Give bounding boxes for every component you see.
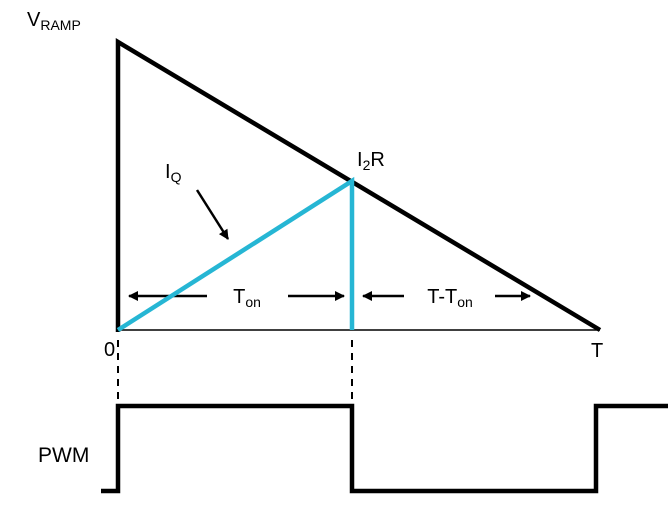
i2r-label-main: I (357, 149, 363, 171)
iq-ramp-line (116, 176, 355, 332)
pwm-label: PWM (38, 444, 89, 467)
i2r-label-sub: 2 (363, 157, 371, 173)
ramp-waveform (115, 38, 602, 332)
vramp-label-sub: RAMP (40, 17, 80, 33)
iq-label-sub: Q (171, 169, 182, 185)
pwm-trace (101, 403, 668, 494)
origin-label: 0 (104, 339, 115, 361)
period-label: T (591, 340, 603, 362)
t-minus-ton-label-main: T-T (427, 286, 457, 308)
ton-label: Ton (233, 286, 261, 310)
iq-label: IQ (165, 161, 182, 185)
t-minus-ton-label-sub: on (457, 294, 473, 310)
ton-label-sub: on (245, 294, 261, 310)
ton-label-main: T (233, 286, 245, 308)
ramp-group (101, 38, 668, 494)
vramp-label-main: V (27, 9, 41, 31)
i2r-label-post: R (370, 149, 384, 171)
t-minus-ton-label: T-Ton (427, 286, 473, 310)
iq-pointer-arrow (195, 189, 230, 240)
i2r-label: I2R (357, 149, 385, 173)
iq-label-main: I (165, 161, 171, 183)
vramp-label: VRAMP (27, 9, 81, 33)
